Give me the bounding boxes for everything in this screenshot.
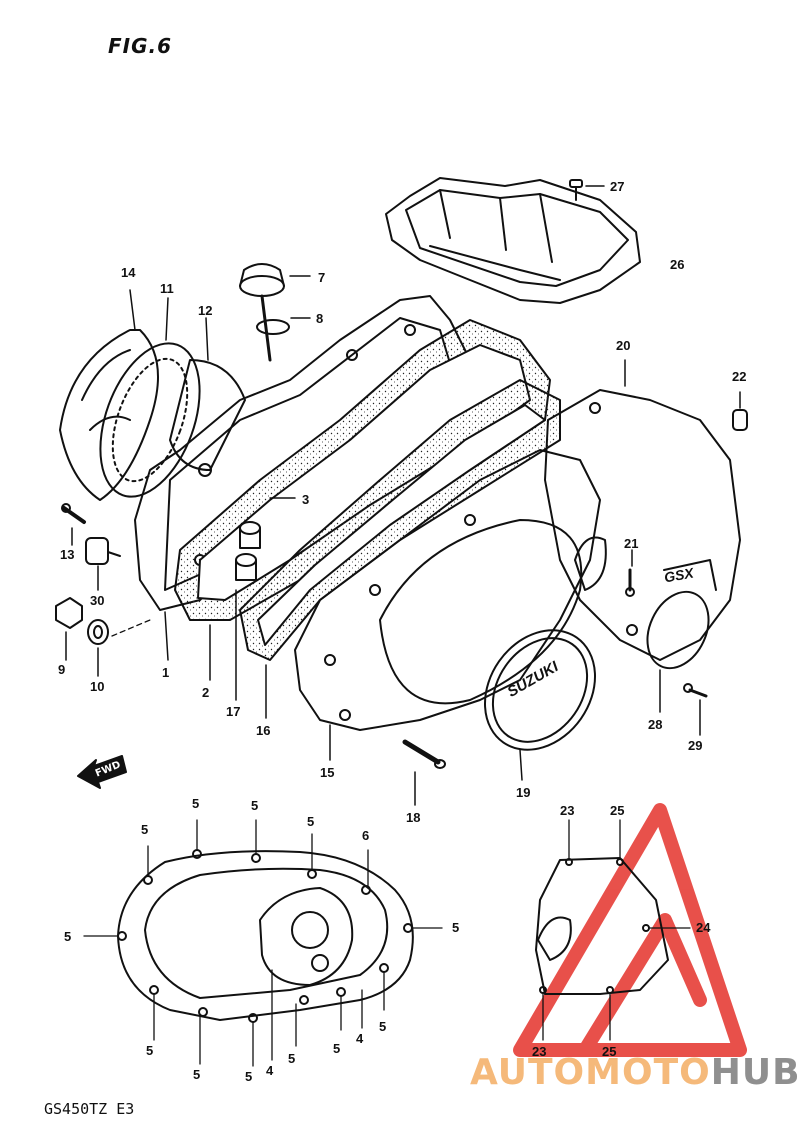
callout-9: 9 bbox=[58, 662, 66, 677]
gasket-16 bbox=[239, 379, 561, 719]
detail-gasket-bolt-layout bbox=[83, 819, 443, 1067]
callout-21: 21 bbox=[624, 536, 639, 551]
detail-callout-23: 23 bbox=[532, 1044, 547, 1059]
forward-arrow bbox=[77, 755, 127, 789]
detail-callout-5: 5 bbox=[141, 822, 149, 837]
callout-20: 20 bbox=[616, 338, 631, 353]
cap-28 bbox=[646, 590, 710, 713]
figure-title: FIG.6 bbox=[108, 34, 173, 58]
callout-27: 27 bbox=[610, 179, 625, 194]
detail-callout-23: 23 bbox=[560, 803, 575, 818]
detail-callout-6: 6 bbox=[362, 828, 370, 843]
generator-cover-14 bbox=[59, 289, 159, 501]
model-code: GS450TZ E3 bbox=[44, 1100, 135, 1118]
callout-29: 29 bbox=[688, 738, 703, 753]
dowel-22 bbox=[732, 391, 748, 431]
detail-callout-5: 5 bbox=[379, 1019, 387, 1034]
washer-10 bbox=[87, 619, 151, 677]
detail-callout-5: 5 bbox=[307, 814, 315, 829]
callout-26: 26 bbox=[670, 257, 685, 272]
detail-callout-24: 24 bbox=[696, 920, 711, 935]
sprocket-cover-20 bbox=[544, 359, 741, 661]
detail-callout-5: 5 bbox=[146, 1043, 154, 1058]
callout-1: 1 bbox=[162, 665, 170, 680]
callout-16: 16 bbox=[256, 723, 271, 738]
oil-filler-cap-7 bbox=[239, 263, 311, 362]
dowel-pins-17 bbox=[235, 521, 261, 701]
suzuki-cover-19 bbox=[483, 629, 597, 781]
callout-18: 18 bbox=[406, 810, 421, 825]
detail-sprocket-cover-bolt-layout bbox=[535, 819, 691, 1041]
callout-8: 8 bbox=[316, 311, 324, 326]
detail-callout-25: 25 bbox=[602, 1044, 617, 1059]
callout-30: 30 bbox=[90, 593, 105, 608]
callout-14: 14 bbox=[121, 265, 136, 280]
detail-callout-5: 5 bbox=[245, 1069, 253, 1084]
detail-callout-25: 25 bbox=[610, 803, 625, 818]
detail-callout-5: 5 bbox=[288, 1051, 296, 1066]
watermark-logo bbox=[513, 803, 747, 1057]
watermark-text-part1: AUTOMOTO bbox=[470, 1052, 711, 1093]
callout-17: 17 bbox=[226, 704, 241, 719]
bolt-18 bbox=[402, 739, 446, 806]
callout-10: 10 bbox=[90, 679, 105, 694]
detail-callout-5: 5 bbox=[192, 796, 200, 811]
callout-3: 3 bbox=[302, 492, 310, 507]
detail-callout-5: 5 bbox=[64, 929, 72, 944]
callout-11: 11 bbox=[160, 281, 174, 296]
callout-12: 12 bbox=[198, 303, 213, 318]
drain-plug-9 bbox=[55, 597, 83, 661]
detail-callout-5: 5 bbox=[251, 798, 259, 813]
detail-callout-4: 4 bbox=[266, 1063, 274, 1078]
bolt-27 bbox=[569, 179, 605, 201]
callout-28: 28 bbox=[648, 717, 663, 732]
callout-2: 2 bbox=[202, 685, 210, 700]
detail-callout-5: 5 bbox=[333, 1041, 341, 1056]
gasket-11 bbox=[99, 297, 201, 498]
detail-callout-4: 4 bbox=[356, 1031, 364, 1046]
gasket-2 bbox=[174, 319, 551, 681]
callout-7: 7 bbox=[318, 270, 326, 285]
detail-callout-5: 5 bbox=[452, 920, 460, 935]
watermark-text: AUTOMOTOHUB bbox=[470, 1052, 800, 1093]
screw-29 bbox=[683, 683, 708, 736]
callout-13: 13 bbox=[60, 547, 75, 562]
callout-15: 15 bbox=[320, 765, 335, 780]
watermark-text-part2: HUB bbox=[710, 1052, 800, 1093]
callout-22: 22 bbox=[732, 369, 747, 384]
bolt-21 bbox=[625, 549, 635, 597]
callout-19: 19 bbox=[516, 785, 531, 800]
plug-30 bbox=[85, 537, 121, 591]
bolt-13 bbox=[61, 503, 86, 546]
detail-callout-5: 5 bbox=[193, 1067, 201, 1082]
o-ring-8 bbox=[256, 317, 311, 335]
top-cover-plate-26 bbox=[385, 177, 641, 304]
